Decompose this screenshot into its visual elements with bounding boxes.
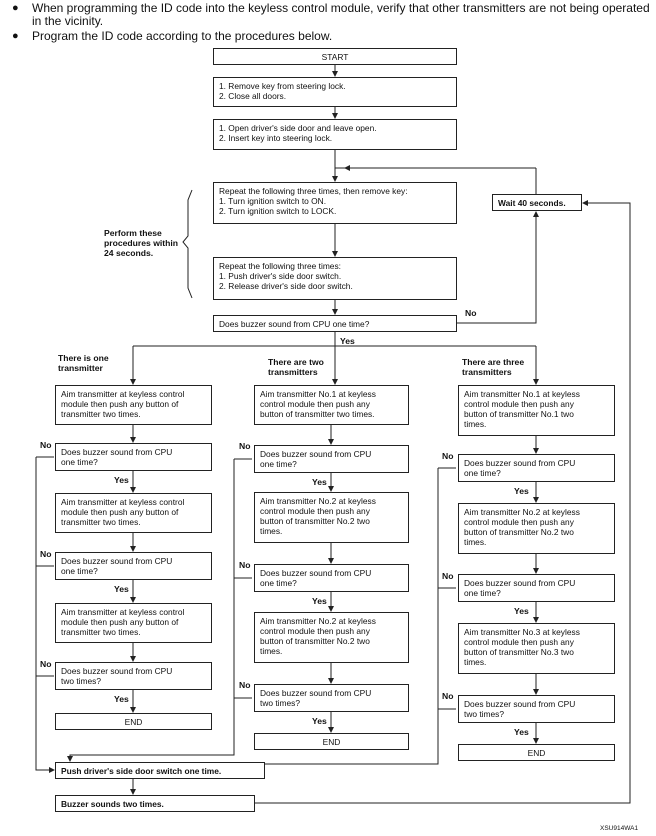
no-collect-line bbox=[265, 468, 439, 765]
col3-end-box: END bbox=[458, 744, 615, 761]
col2-aim-step-1: Aim transmitter No.1 at keyless control … bbox=[254, 385, 409, 425]
no-label: No bbox=[40, 549, 52, 559]
buzzer-sounds-two-times: Buzzer sounds two times. bbox=[55, 795, 255, 812]
col1-buzzer-question-1: Does buzzer sound from CPU one time? bbox=[55, 443, 212, 471]
col1-aim-step-2: Aim transmitter at keyless control modul… bbox=[55, 493, 212, 533]
col2-buzzer-question-1: Does buzzer sound from CPU one time? bbox=[254, 445, 409, 473]
perform-within-note: Perform these procedures within 24 secon… bbox=[104, 228, 179, 258]
col2-buzzer-question-3: Does buzzer sound from CPU two times? bbox=[254, 684, 409, 712]
col1-buzzer-question-2: Does buzzer sound from CPU one time? bbox=[55, 552, 212, 580]
col1-aim-step-1: Aim transmitter at keyless control modul… bbox=[55, 385, 212, 425]
repeat-door-switch-box: Repeat the following three times: 1. Pus… bbox=[213, 257, 457, 300]
brace-line bbox=[182, 189, 193, 299]
repeat-ignition-box: Repeat the following three times, then r… bbox=[213, 182, 457, 224]
no-label: No bbox=[465, 308, 477, 318]
yes-label: Yes bbox=[114, 475, 129, 485]
col2-end-box: END bbox=[254, 733, 409, 750]
col3-buzzer-question-1: Does buzzer sound from CPU one time? bbox=[458, 454, 615, 482]
no-label: No bbox=[239, 680, 251, 690]
yes-label: Yes bbox=[312, 716, 327, 726]
no-label: No bbox=[40, 659, 52, 669]
col2-buzzer-question-2: Does buzzer sound from CPU one time? bbox=[254, 564, 409, 592]
no-label: No bbox=[239, 560, 251, 570]
no-collect-line bbox=[67, 459, 235, 762]
no-label: No bbox=[442, 691, 454, 701]
column-heading-one: There is one transmitter bbox=[58, 353, 109, 373]
no-collect-line bbox=[35, 457, 55, 773]
col3-aim-step-1: Aim transmitter No.1 at keyless control … bbox=[458, 385, 615, 436]
col2-aim-step-3: Aim transmitter No.2 at keyless control … bbox=[254, 612, 409, 663]
no-label: No bbox=[442, 571, 454, 581]
no-label: No bbox=[239, 441, 251, 451]
step-remove-key: 1. Remove key from steering lock. 2. Clo… bbox=[213, 77, 457, 107]
note-item: When programming the ID code into the ke… bbox=[10, 2, 652, 28]
col2-aim-step-2: Aim transmitter No.2 at keyless control … bbox=[254, 492, 409, 543]
figure-code: XSU914WA1 bbox=[600, 825, 639, 832]
push-door-switch-final: Push driver's side door switch one time. bbox=[55, 762, 265, 779]
yes-label: Yes bbox=[514, 727, 529, 737]
start-box: START bbox=[213, 48, 457, 65]
yes-label: Yes bbox=[114, 584, 129, 594]
yes-label: Yes bbox=[340, 336, 355, 346]
no-label: No bbox=[40, 440, 52, 450]
no-branch-line bbox=[457, 211, 539, 324]
yes-label: Yes bbox=[514, 486, 529, 496]
step-open-door: 1. Open driver's side door and leave ope… bbox=[213, 119, 457, 150]
yes-label: Yes bbox=[514, 606, 529, 616]
yes-label: Yes bbox=[312, 596, 327, 606]
col3-buzzer-question-3: Does buzzer sound from CPU two times? bbox=[458, 695, 615, 723]
col1-end-box: END bbox=[55, 713, 212, 730]
yes-label: Yes bbox=[312, 477, 327, 487]
no-label: No bbox=[442, 451, 454, 461]
wait-40-seconds-box: Wait 40 seconds. bbox=[492, 194, 582, 211]
col1-aim-step-3: Aim transmitter at keyless control modul… bbox=[55, 603, 212, 643]
col3-aim-step-2: Aim transmitter No.2 at keyless control … bbox=[458, 503, 615, 554]
col1-buzzer-question-3: Does buzzer sound from CPU two times? bbox=[55, 662, 212, 690]
buzzer-question-main: Does buzzer sound from CPU one time? bbox=[213, 315, 457, 332]
col3-buzzer-question-2: Does buzzer sound from CPU one time? bbox=[458, 574, 615, 602]
yes-label: Yes bbox=[114, 694, 129, 704]
column-heading-two: There are two transmitters bbox=[268, 357, 324, 377]
return-loop-line bbox=[255, 200, 631, 804]
note-item: Program the ID code according to the pro… bbox=[10, 30, 652, 44]
col3-aim-step-3: Aim transmitter No.3 at keyless control … bbox=[458, 623, 615, 674]
column-heading-three: There are three transmitters bbox=[462, 357, 525, 377]
